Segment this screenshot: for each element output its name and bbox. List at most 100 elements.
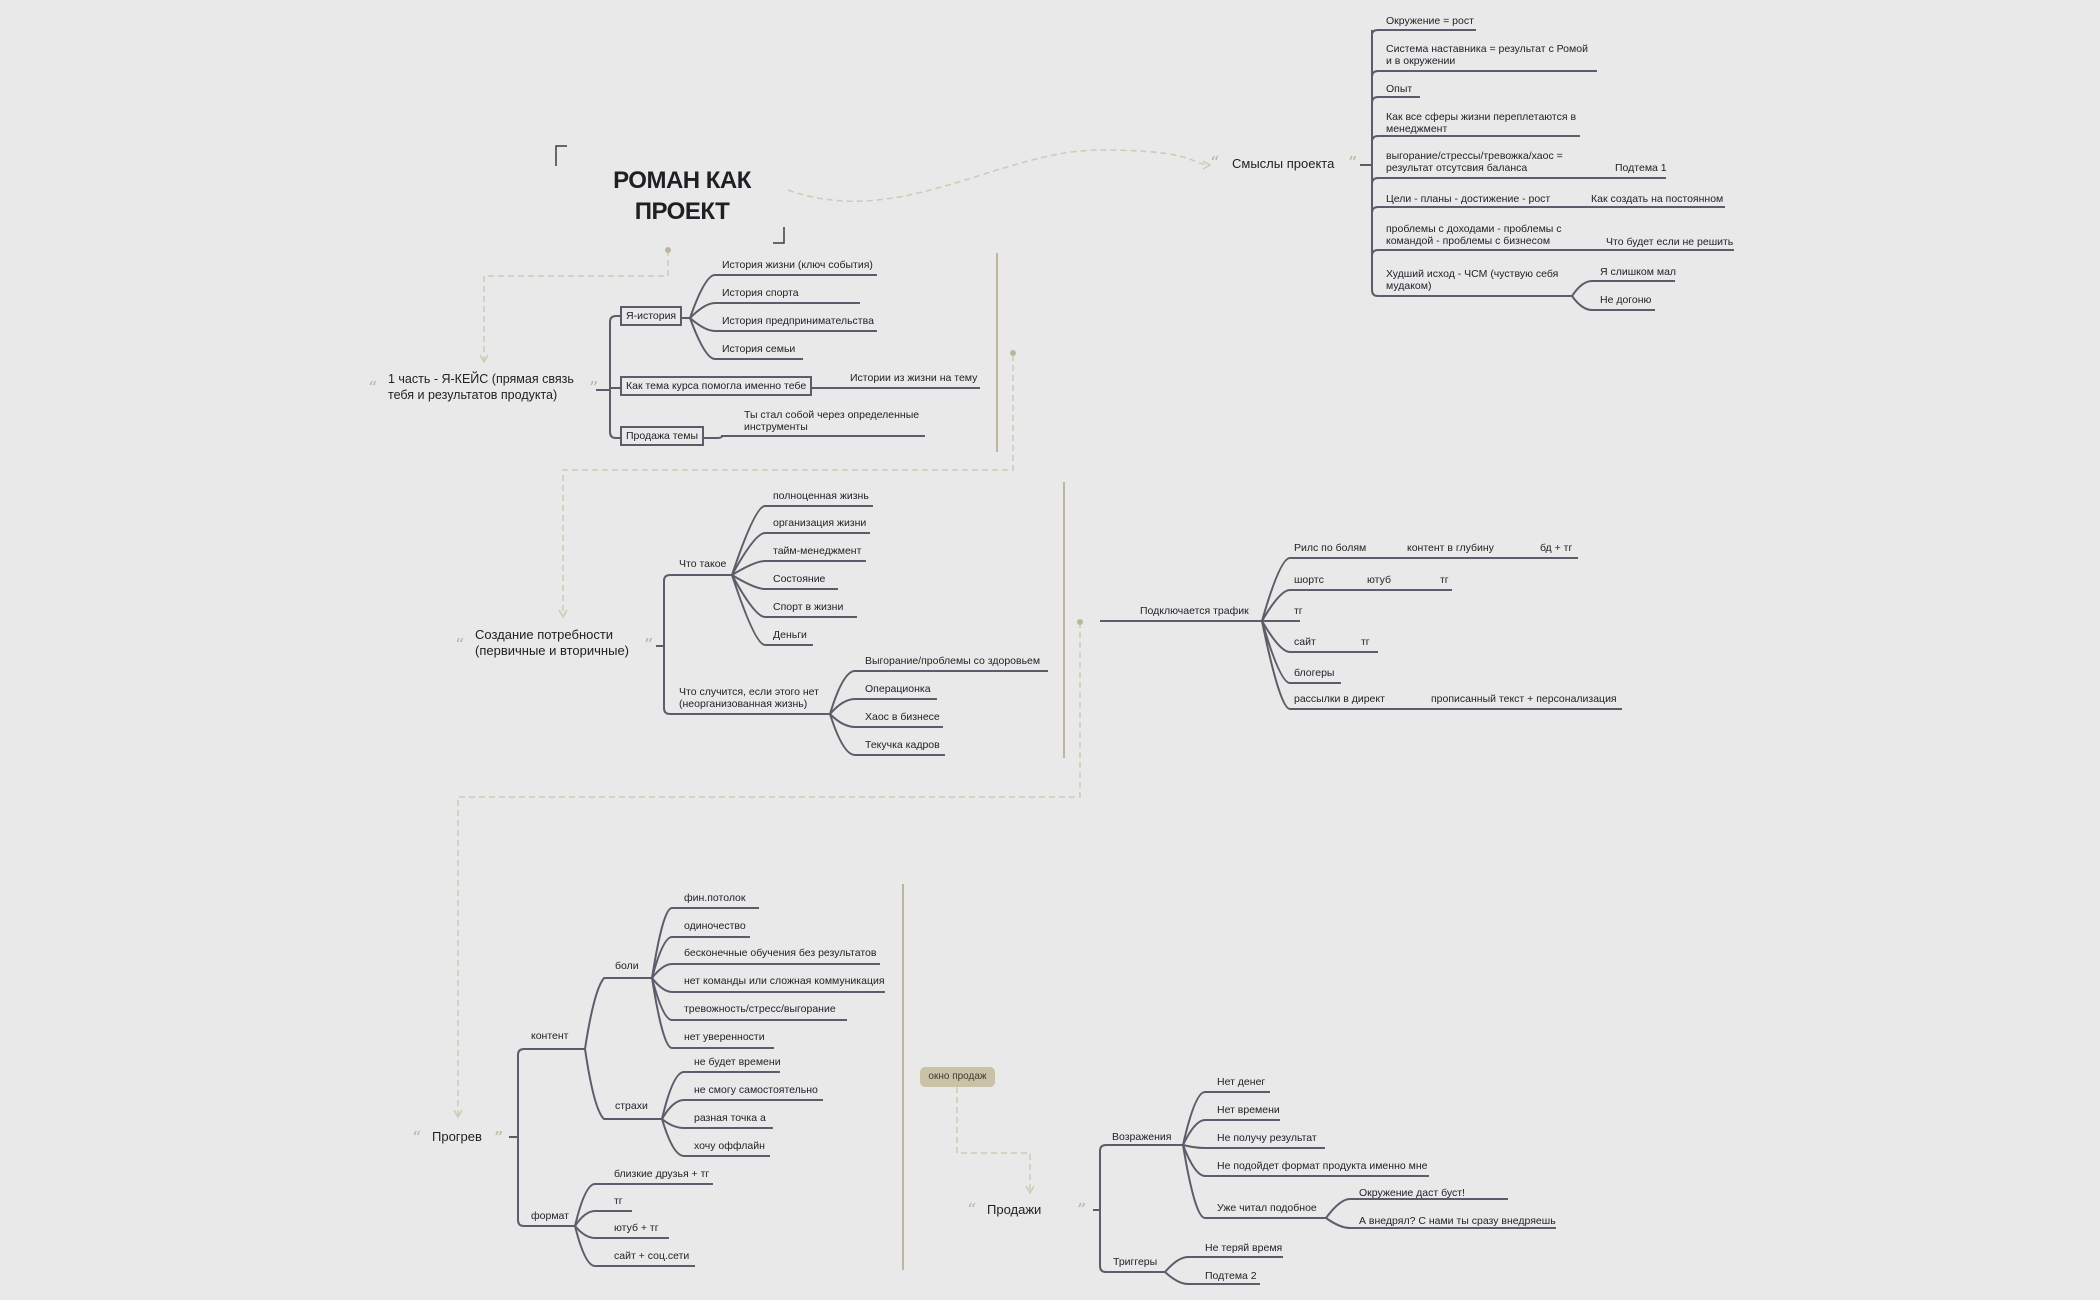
pain-item-1[interactable]: фин.потолок: [684, 892, 746, 904]
node-ya-history[interactable]: Я-история: [620, 306, 683, 326]
dashed-connectors: [457, 149, 1211, 1190]
format-item-1[interactable]: близкие друзья + тг: [614, 1168, 710, 1180]
objection-item-5[interactable]: Уже читал подобное: [1217, 1202, 1317, 1214]
fear-item-2[interactable]: не смогу самостоятельно: [694, 1084, 818, 1096]
pain-item-5[interactable]: тревожность/стресс/выгорание: [684, 1003, 836, 1015]
need-what-item-2[interactable]: организация жизни: [773, 517, 867, 529]
objection-item-2[interactable]: Нет времени: [1217, 1104, 1280, 1116]
need-ifnot[interactable]: Что случится, если этого нет (неорганизо…: [679, 686, 819, 710]
course-subtopic[interactable]: Истории из жизни на тему: [850, 372, 978, 384]
open-quote-icon: “: [412, 1128, 422, 1149]
pain-item-6[interactable]: нет уверенности: [684, 1031, 765, 1043]
meaning-item-6[interactable]: Цели - планы - достижение - рост: [1386, 193, 1551, 205]
objection-item-1[interactable]: Нет денег: [1217, 1076, 1266, 1088]
need-what-item-6[interactable]: Деньги: [773, 629, 807, 641]
pain-item-2[interactable]: одиночество: [684, 920, 746, 932]
meaning-subtopic-1[interactable]: Подтема 1: [1615, 162, 1667, 174]
ya-item-1[interactable]: История жизни (ключ события): [722, 259, 873, 271]
close-quote-icon: ”: [1348, 153, 1358, 174]
close-quote-icon: ”: [589, 378, 599, 399]
traffic-tg[interactable]: тг: [1294, 605, 1303, 617]
traffic-shorts-tg[interactable]: тг: [1440, 574, 1449, 586]
meaning-subtopic-4a[interactable]: Я слишком мал: [1600, 266, 1677, 278]
meaning-item-1[interactable]: Окружение = рост: [1386, 15, 1474, 27]
need-ifnot-item-2[interactable]: Операционка: [865, 683, 931, 695]
topic-part1[interactable]: 1 часть - Я-КЕЙС (прямая связь тебя и ре…: [388, 372, 574, 402]
sale-subtopic[interactable]: Ты стал собой через определенные инструм…: [744, 409, 920, 433]
need-ifnot-item-4[interactable]: Текучка кадров: [865, 739, 940, 751]
traffic-site[interactable]: сайт: [1294, 636, 1316, 648]
meaning-subtopic-4b[interactable]: Не догоню: [1600, 294, 1652, 306]
objection-subitem-1[interactable]: Окружение даст буст!: [1359, 1187, 1465, 1199]
ya-item-2[interactable]: История спорта: [722, 287, 799, 299]
meaning-item-5[interactable]: выгорание/стрессы/тревожка/хаос = резуль…: [1386, 150, 1563, 174]
traffic-bloggers[interactable]: блогеры: [1294, 667, 1335, 679]
warmup-content[interactable]: контент: [531, 1030, 569, 1042]
traffic-direct[interactable]: рассылки в директ: [1294, 693, 1385, 705]
central-topic[interactable]: РОМАН КАК ПРОЕКТ: [572, 165, 792, 227]
meaning-subtopic-3[interactable]: Что будет если не решить: [1606, 236, 1734, 248]
sales-objections[interactable]: Возражения: [1112, 1131, 1172, 1143]
need-ifnot-item-1[interactable]: Выгорание/проблемы со здоровьем: [865, 655, 1041, 667]
warmup-fears[interactable]: страхи: [615, 1100, 648, 1112]
pain-item-4[interactable]: нет команды или сложная коммуникация: [684, 975, 885, 987]
objection-item-4[interactable]: Не подойдет формат продукта именно мне: [1217, 1160, 1428, 1172]
format-item-2[interactable]: тг: [614, 1195, 623, 1207]
meaning-item-7[interactable]: проблемы с доходами - проблемы с командо…: [1386, 223, 1562, 247]
close-quote-icon: ”: [494, 1128, 504, 1149]
traffic-shorts[interactable]: шортс: [1294, 574, 1324, 586]
central-topic-line-1: РОМАН КАК: [613, 167, 751, 194]
ya-item-3[interactable]: История предпринимательства: [722, 315, 874, 327]
format-item-3[interactable]: ютуб + тг: [614, 1222, 659, 1234]
meaning-item-4[interactable]: Как все сферы жизни переплетаются в мене…: [1386, 111, 1577, 135]
topic-traffic[interactable]: Подключается трафик: [1140, 605, 1249, 617]
topic-need[interactable]: Создание потребности (первичные и вторич…: [475, 627, 630, 658]
traffic-direct-text[interactable]: прописанный текст + персонализация: [1431, 693, 1617, 705]
traffic-site-tg[interactable]: тг: [1361, 636, 1370, 648]
topic-meanings[interactable]: Смыслы проекта: [1232, 156, 1335, 171]
need-what-item-3[interactable]: тайм-менеджмент: [773, 545, 862, 557]
meaning-item-3[interactable]: Опыт: [1386, 83, 1413, 95]
trigger-item-2[interactable]: Подтема 2: [1205, 1270, 1257, 1282]
traffic-reels-deep[interactable]: контент в глубину: [1407, 542, 1494, 554]
meaning-item-2[interactable]: Система наставника = результат с Ромой и…: [1386, 43, 1588, 67]
fear-item-4[interactable]: хочу оффлайн: [694, 1140, 765, 1152]
open-quote-icon: “: [967, 1200, 977, 1221]
meaning-item-8[interactable]: Худший исход - ЧСМ (чуствую себя мудаком…: [1386, 268, 1559, 292]
joint-dots: [665, 247, 1083, 625]
fear-item-3[interactable]: разная точка а: [694, 1112, 766, 1124]
sales-triggers[interactable]: Триггеры: [1113, 1256, 1158, 1268]
topic-sales[interactable]: Продажи: [987, 1202, 1042, 1217]
traffic-reels-db[interactable]: бд + тг: [1540, 542, 1573, 554]
format-item-4[interactable]: сайт + соц.сети: [614, 1250, 690, 1262]
trigger-item-1[interactable]: Не теряй время: [1205, 1242, 1283, 1254]
warmup-format[interactable]: формат: [531, 1210, 569, 1222]
objection-subitem-2[interactable]: А внедрял? С нами ты сразу внедряешь: [1359, 1215, 1556, 1227]
close-quote-icon: ”: [1077, 1200, 1087, 1221]
warmup-pains[interactable]: боли: [615, 960, 639, 972]
open-quote-icon: “: [1210, 153, 1220, 174]
tree-branches: [509, 29, 1734, 1285]
sales-window-label[interactable]: окно продаж: [920, 1067, 995, 1087]
close-quote-icon: ”: [644, 635, 654, 656]
separator-lines: [902, 253, 1065, 1270]
node-course-helped[interactable]: Как тема курса помогла именно тебе: [620, 376, 813, 396]
need-what-item-5[interactable]: Спорт в жизни: [773, 601, 844, 613]
traffic-shorts-youtube[interactable]: ютуб: [1367, 574, 1391, 586]
topic-warmup[interactable]: Прогрев: [432, 1129, 482, 1144]
node-sale-topic[interactable]: Продажа темы: [620, 426, 705, 446]
fear-item-1[interactable]: не будет времени: [694, 1056, 781, 1068]
open-quote-icon: “: [368, 378, 378, 399]
need-what-item-4[interactable]: Состояние: [773, 573, 826, 585]
pain-item-3[interactable]: бесконечные обучения без результатов: [684, 947, 877, 959]
need-what-item-1[interactable]: полноценная жизнь: [773, 490, 869, 502]
objection-item-3[interactable]: Не получу результат: [1217, 1132, 1317, 1144]
need-what[interactable]: Что такое: [679, 558, 727, 570]
ya-item-4[interactable]: История семьи: [722, 343, 796, 355]
need-ifnot-item-3[interactable]: Хаос в бизнесе: [865, 711, 940, 723]
arrow-heads: [453, 160, 1212, 1195]
meaning-subtopic-2[interactable]: Как создать на постоянном: [1591, 193, 1724, 205]
traffic-reels[interactable]: Рилс по болям: [1294, 542, 1367, 554]
